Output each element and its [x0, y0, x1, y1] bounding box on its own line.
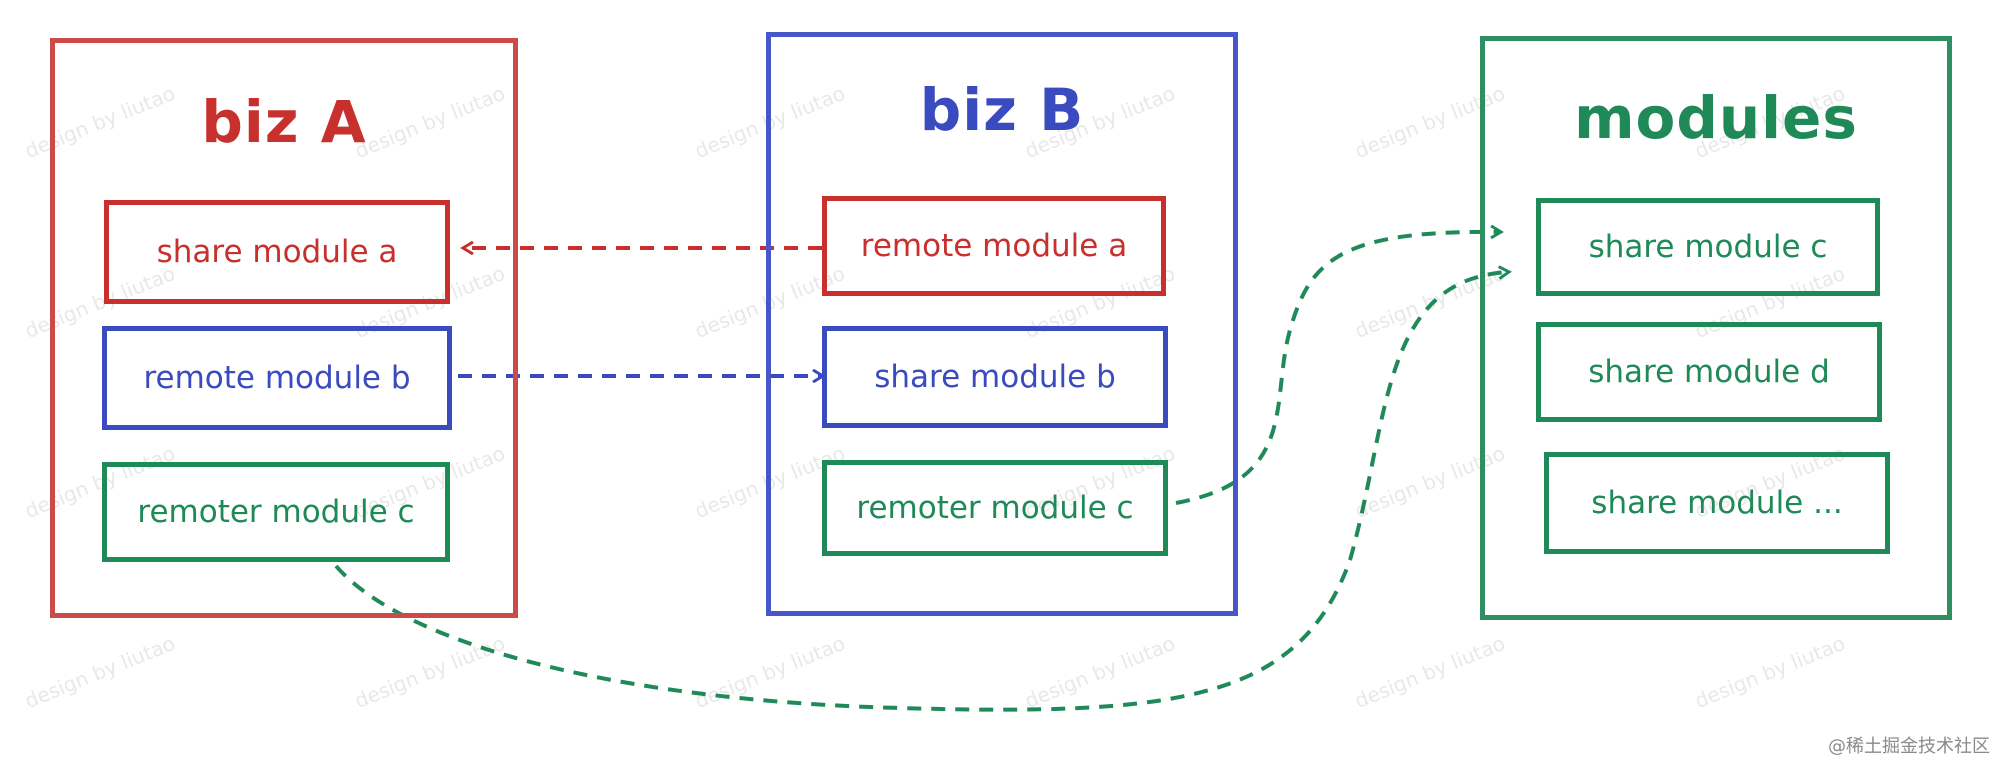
biz-b-remote-module-a: remote module a	[822, 196, 1166, 296]
biz-a-title: biz A	[201, 88, 367, 156]
biz-b-share-module-b: share module b	[822, 326, 1168, 428]
arrow-biz-a-remoter-c-to-share-c	[334, 272, 1508, 712]
group-modules	[1480, 36, 1952, 620]
modules-share-module-more: share module ...	[1544, 452, 1890, 554]
arrow-biz-b-remoter-c-to-share-c	[1175, 232, 1500, 505]
source-credit: @稀土掘金技术社区	[1828, 736, 1990, 757]
modules-title: modules	[1574, 84, 1858, 152]
group-biz-b	[766, 32, 1238, 616]
modules-share-module-c: share module c	[1536, 198, 1880, 296]
biz-b-remoter-module-c: remoter module c	[822, 460, 1168, 556]
biz-b-title: biz B	[919, 76, 1085, 144]
biz-a-share-module-a: share module a	[104, 200, 450, 304]
biz-a-remote-module-b: remote module b	[102, 326, 452, 430]
biz-a-remoter-module-c: remoter module c	[102, 462, 450, 562]
modules-share-module-d: share module d	[1536, 322, 1882, 422]
group-biz-a	[50, 38, 518, 618]
